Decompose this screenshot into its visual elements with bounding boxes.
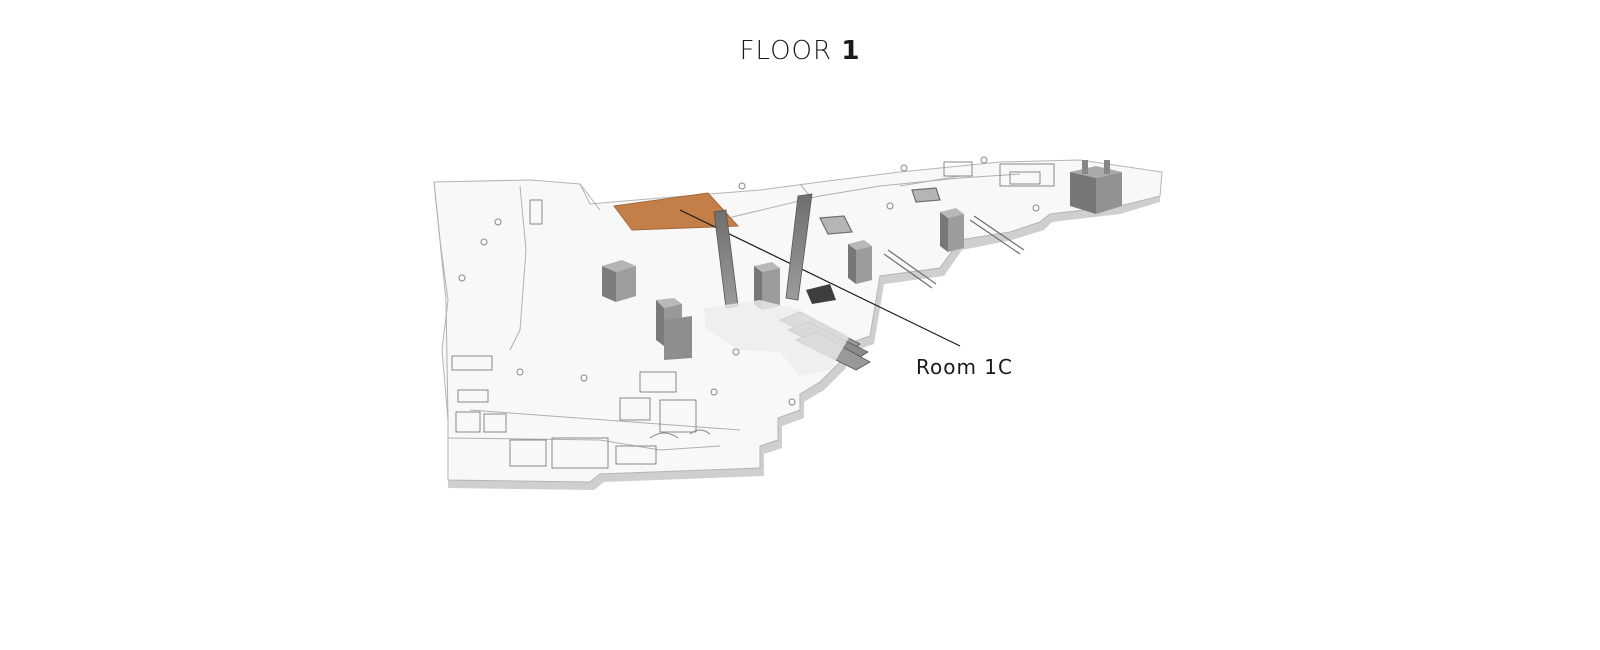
room-1c-label: Room 1C <box>916 355 1013 379</box>
floor-number: 1 <box>841 36 861 66</box>
floor-word: FLOOR <box>739 36 833 66</box>
room-1c-highlight[interactable] <box>613 192 740 231</box>
floor-detail-lines <box>433 173 1021 451</box>
core-columns <box>602 160 1122 360</box>
floor-symbols <box>451 156 1055 469</box>
lobby-area <box>704 300 850 376</box>
stairs <box>819 187 1025 289</box>
floor-title: FLOOR 1 <box>0 36 1600 66</box>
